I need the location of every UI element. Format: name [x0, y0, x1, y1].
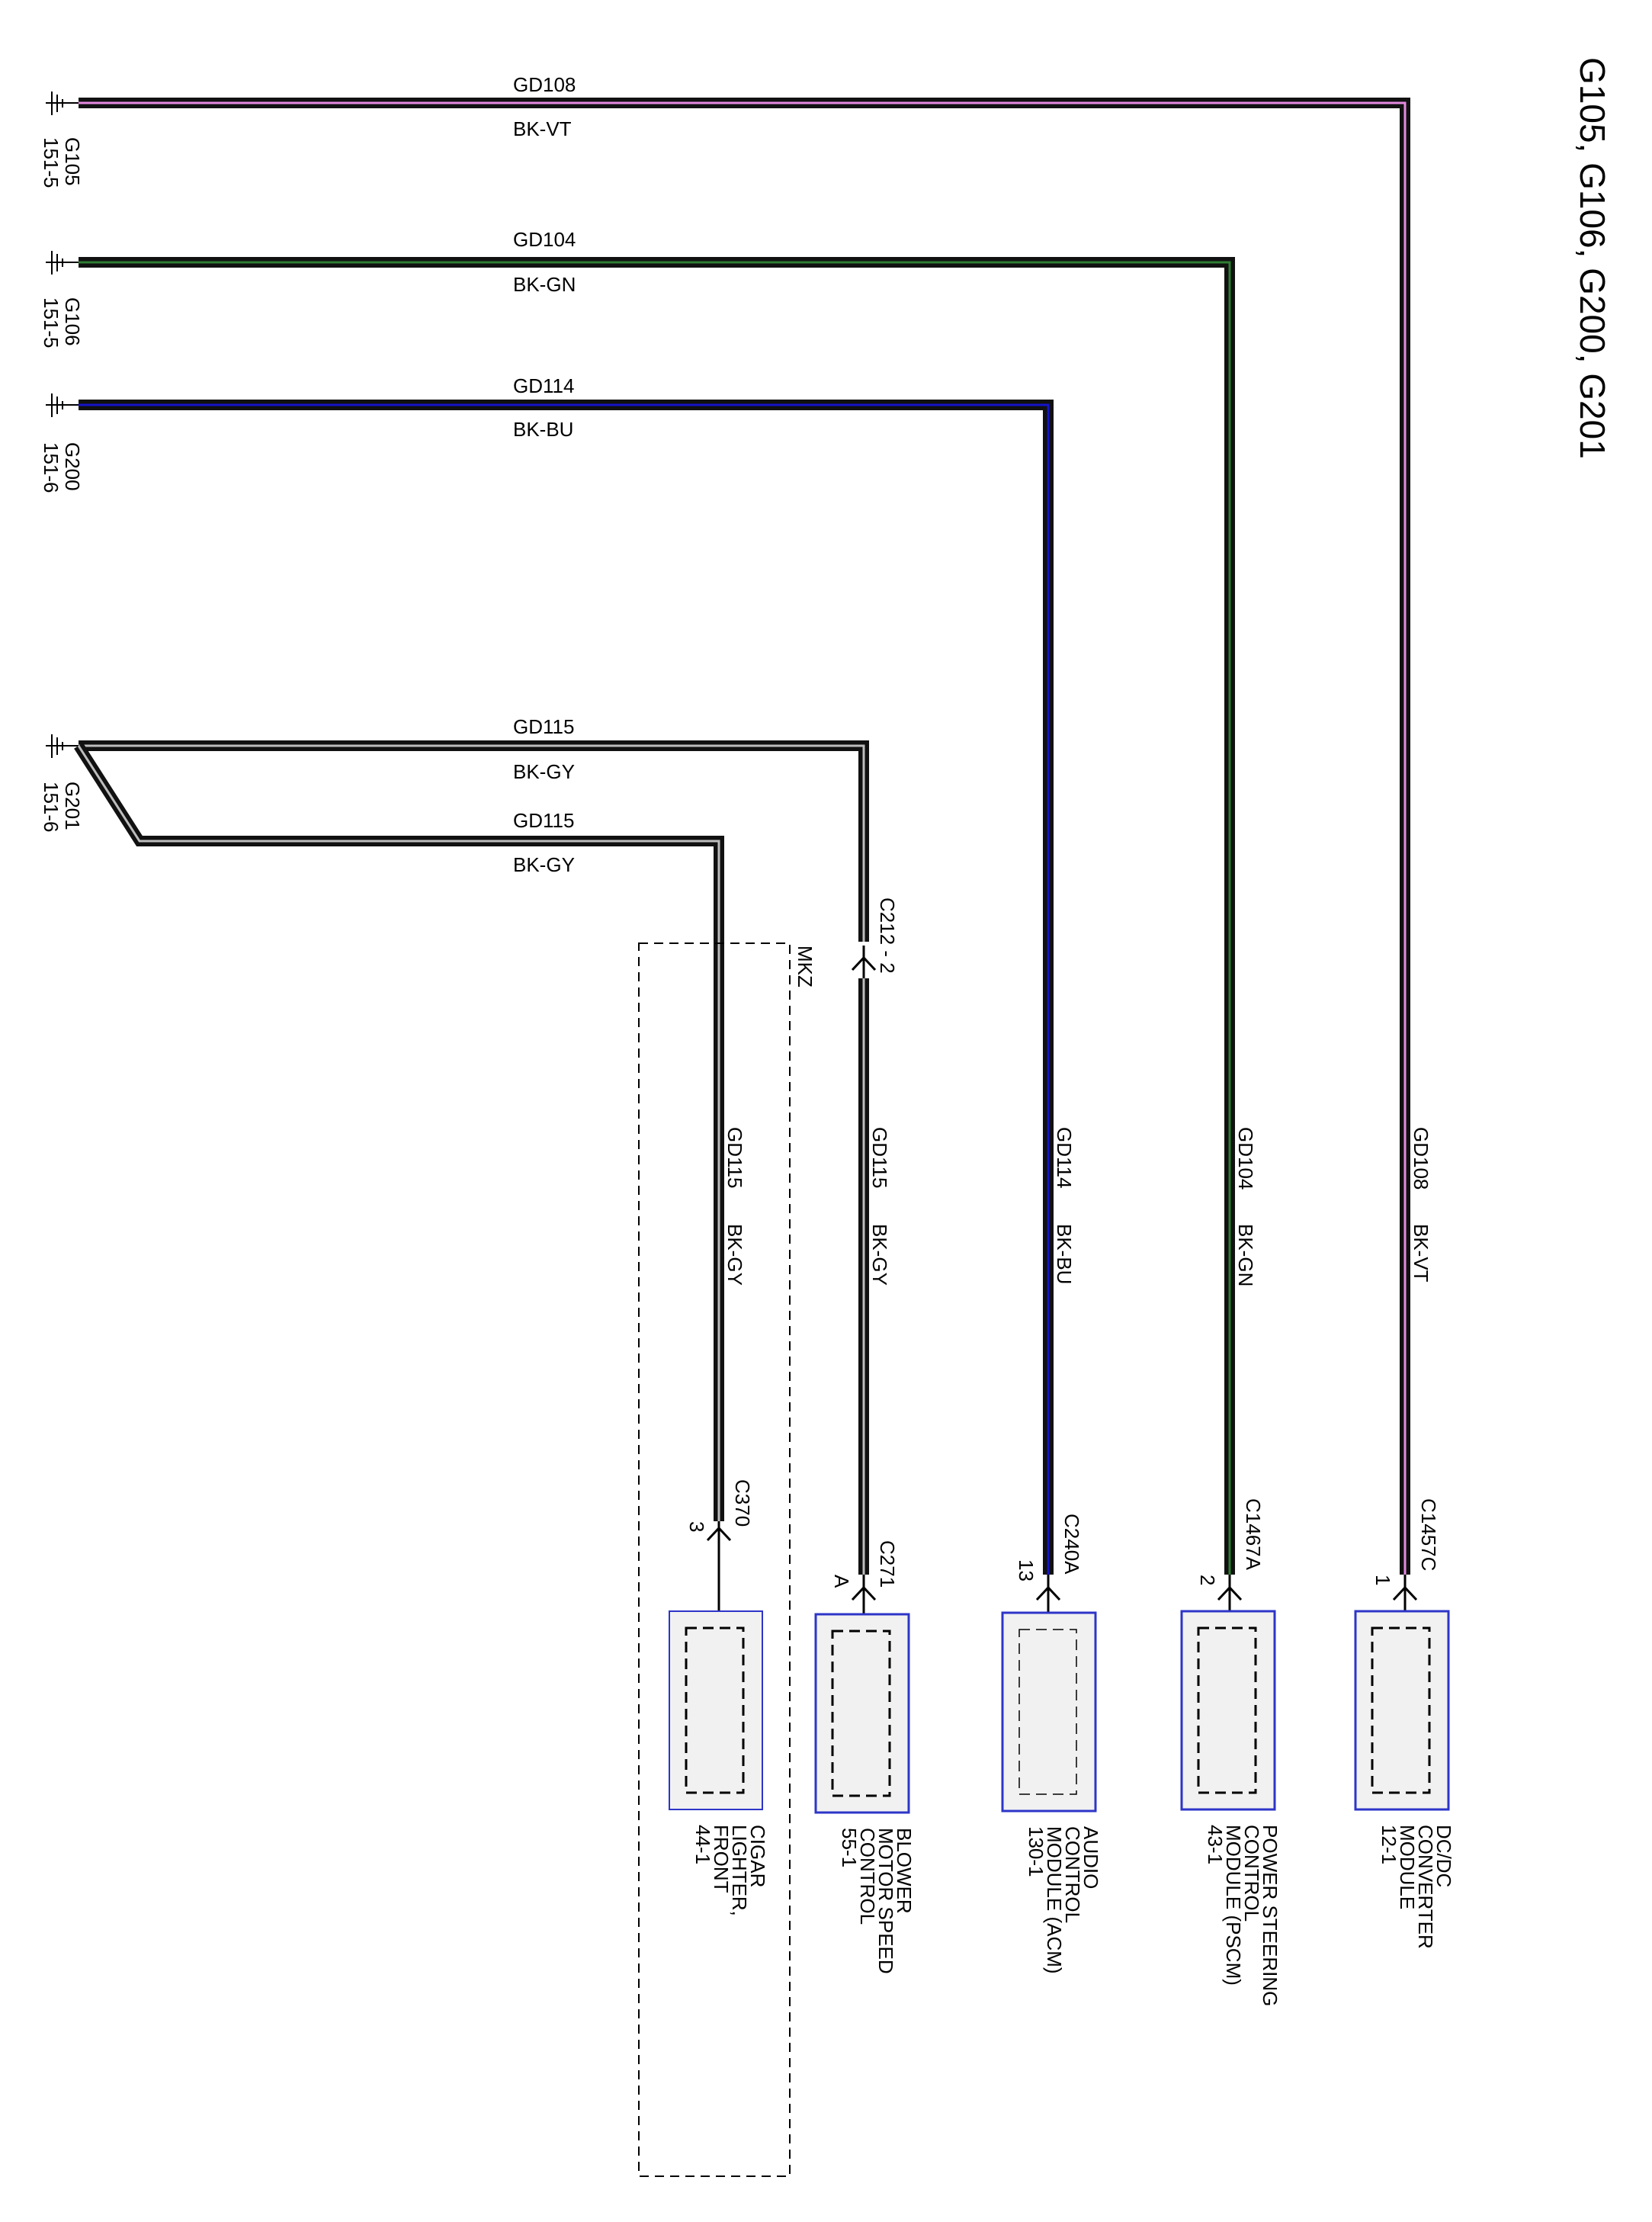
connector-pin: A: [830, 1575, 853, 1588]
connector-pin: 3: [685, 1521, 708, 1532]
ground-icon: [46, 393, 79, 417]
module-box: [1180, 1610, 1276, 1811]
ground-g200: G200 151-6: [40, 393, 84, 493]
connector-icon: [851, 1575, 877, 1614]
wire-circuit-label: GD108: [513, 73, 576, 96]
connector-pin: 2: [1196, 1575, 1219, 1585]
ground-ref: 151-6: [40, 442, 63, 493]
wire-color-label: BK-GY: [513, 853, 575, 876]
ground-id: G106: [61, 297, 84, 346]
module-box: [1354, 1610, 1450, 1811]
wire-circuit-label: GD114: [1053, 1127, 1076, 1188]
ground-ref: 151-5: [40, 137, 63, 188]
ground-icon: [46, 92, 79, 115]
wire-color-label: BK-GN: [513, 273, 576, 296]
wire-circuit-label: GD114: [513, 374, 574, 397]
module-blower-motor-speed-control: C271 A BLOWER MOTOR SPEED CONTROL 55-1: [814, 1540, 916, 1980]
connector-icon: [1217, 1575, 1243, 1611]
module-acm: C240A 13 AUDIO CONTROL MODULE (ACM) 130-…: [1001, 1514, 1102, 1980]
wire-circuit-label: GD104: [1234, 1127, 1257, 1190]
ground-ref: 151-6: [40, 782, 63, 833]
connector-id: C1457C: [1417, 1498, 1440, 1571]
connector-icon: [1392, 1575, 1418, 1611]
wire-color-label: BK-VT: [513, 117, 572, 140]
module-dc-dc-converter: C1457C 1 DC/DC CONVERTER MODULE 12-1: [1354, 1498, 1455, 1954]
connector-icon: [851, 946, 877, 978]
module-inner: [831, 1630, 891, 1797]
connector-id: C240A: [1060, 1514, 1083, 1575]
ground-ref: 151-5: [40, 297, 63, 348]
connector-id: C1467A: [1242, 1498, 1265, 1571]
ground-g105: G105 151-5: [40, 92, 84, 188]
inline-connector-c212: C212 - 2: [851, 897, 899, 978]
wire-circuit-label: GD115: [868, 1127, 891, 1188]
module-label: AUDIO CONTROL MODULE (ACM) 130-1: [1025, 1826, 1102, 1980]
wire-circuit-label: GD108: [1410, 1127, 1432, 1190]
wire-color-label: BK-BU: [1053, 1224, 1076, 1284]
module-inner: [1371, 1626, 1431, 1794]
module-label: POWER STEERING CONTROL MODULE (PSCM) 43-…: [1204, 1825, 1282, 2012]
ground-icon: [46, 251, 79, 275]
ground-g201: G201 151-6: [40, 734, 84, 833]
wire-color-label: BK-VT: [1410, 1224, 1432, 1283]
connector-id: C370: [731, 1479, 754, 1527]
page-title: G105, G106, G200, G201: [1573, 57, 1612, 459]
wire-gd115-lower: [74, 743, 724, 1521]
connector-icon: [706, 1521, 732, 1611]
module-label: CIGAR LIGHTER, FRONT 44-1: [691, 1825, 769, 1922]
module-inner: [1018, 1629, 1077, 1795]
wire-color-label: BK-GN: [1234, 1224, 1257, 1286]
connector-pin: 13: [1015, 1559, 1038, 1581]
ground-id: G105: [61, 137, 84, 186]
module-inner: [1197, 1626, 1257, 1794]
module-box: [669, 1610, 763, 1810]
module-inner: [685, 1626, 745, 1794]
ground-id: G201: [61, 782, 84, 830]
wire-color-label: BK-GY: [868, 1224, 891, 1286]
module-box: [814, 1613, 910, 1814]
option-box-mkz: MKZ: [638, 942, 816, 2177]
connector-id: C271: [876, 1540, 899, 1588]
wire-color-label: BK-BU: [513, 418, 573, 441]
module-label: DC/DC CONVERTER MODULE 12-1: [1378, 1825, 1455, 1954]
wire-circuit-label: GD115: [513, 809, 574, 832]
module-cigar-lighter-front: C370 3 CIGAR LIGHTER, FRONT 44-1: [669, 1479, 769, 1922]
connector-pin: 1: [1371, 1575, 1394, 1585]
connector-icon: [1035, 1575, 1061, 1613]
wire-color-label: BK-GY: [513, 760, 575, 783]
ground-g106: G106 151-5: [40, 251, 84, 348]
ground-id: G200: [61, 442, 84, 491]
wire-gd108: [79, 98, 1410, 1575]
wire-gd114: [79, 400, 1054, 1575]
module-box: [1001, 1611, 1097, 1813]
ground-icon: [46, 734, 79, 758]
wire-circuit-label: GD115: [513, 715, 574, 738]
option-box-label: MKZ: [794, 946, 816, 987]
wire-gd104: [79, 257, 1235, 1575]
wire-circuit-label: GD115: [723, 1127, 746, 1188]
wire-color-label: BK-GY: [723, 1224, 746, 1286]
inline-connector-label: C212 - 2: [876, 897, 899, 974]
wire-gd115-upper: [79, 740, 869, 942]
module-label: BLOWER MOTOR SPEED CONTROL 55-1: [838, 1828, 916, 1980]
module-pscm: C1467A 2 POWER STEERING CONTROL MODULE (…: [1180, 1498, 1282, 2012]
wire-circuit-label: GD104: [513, 228, 576, 251]
